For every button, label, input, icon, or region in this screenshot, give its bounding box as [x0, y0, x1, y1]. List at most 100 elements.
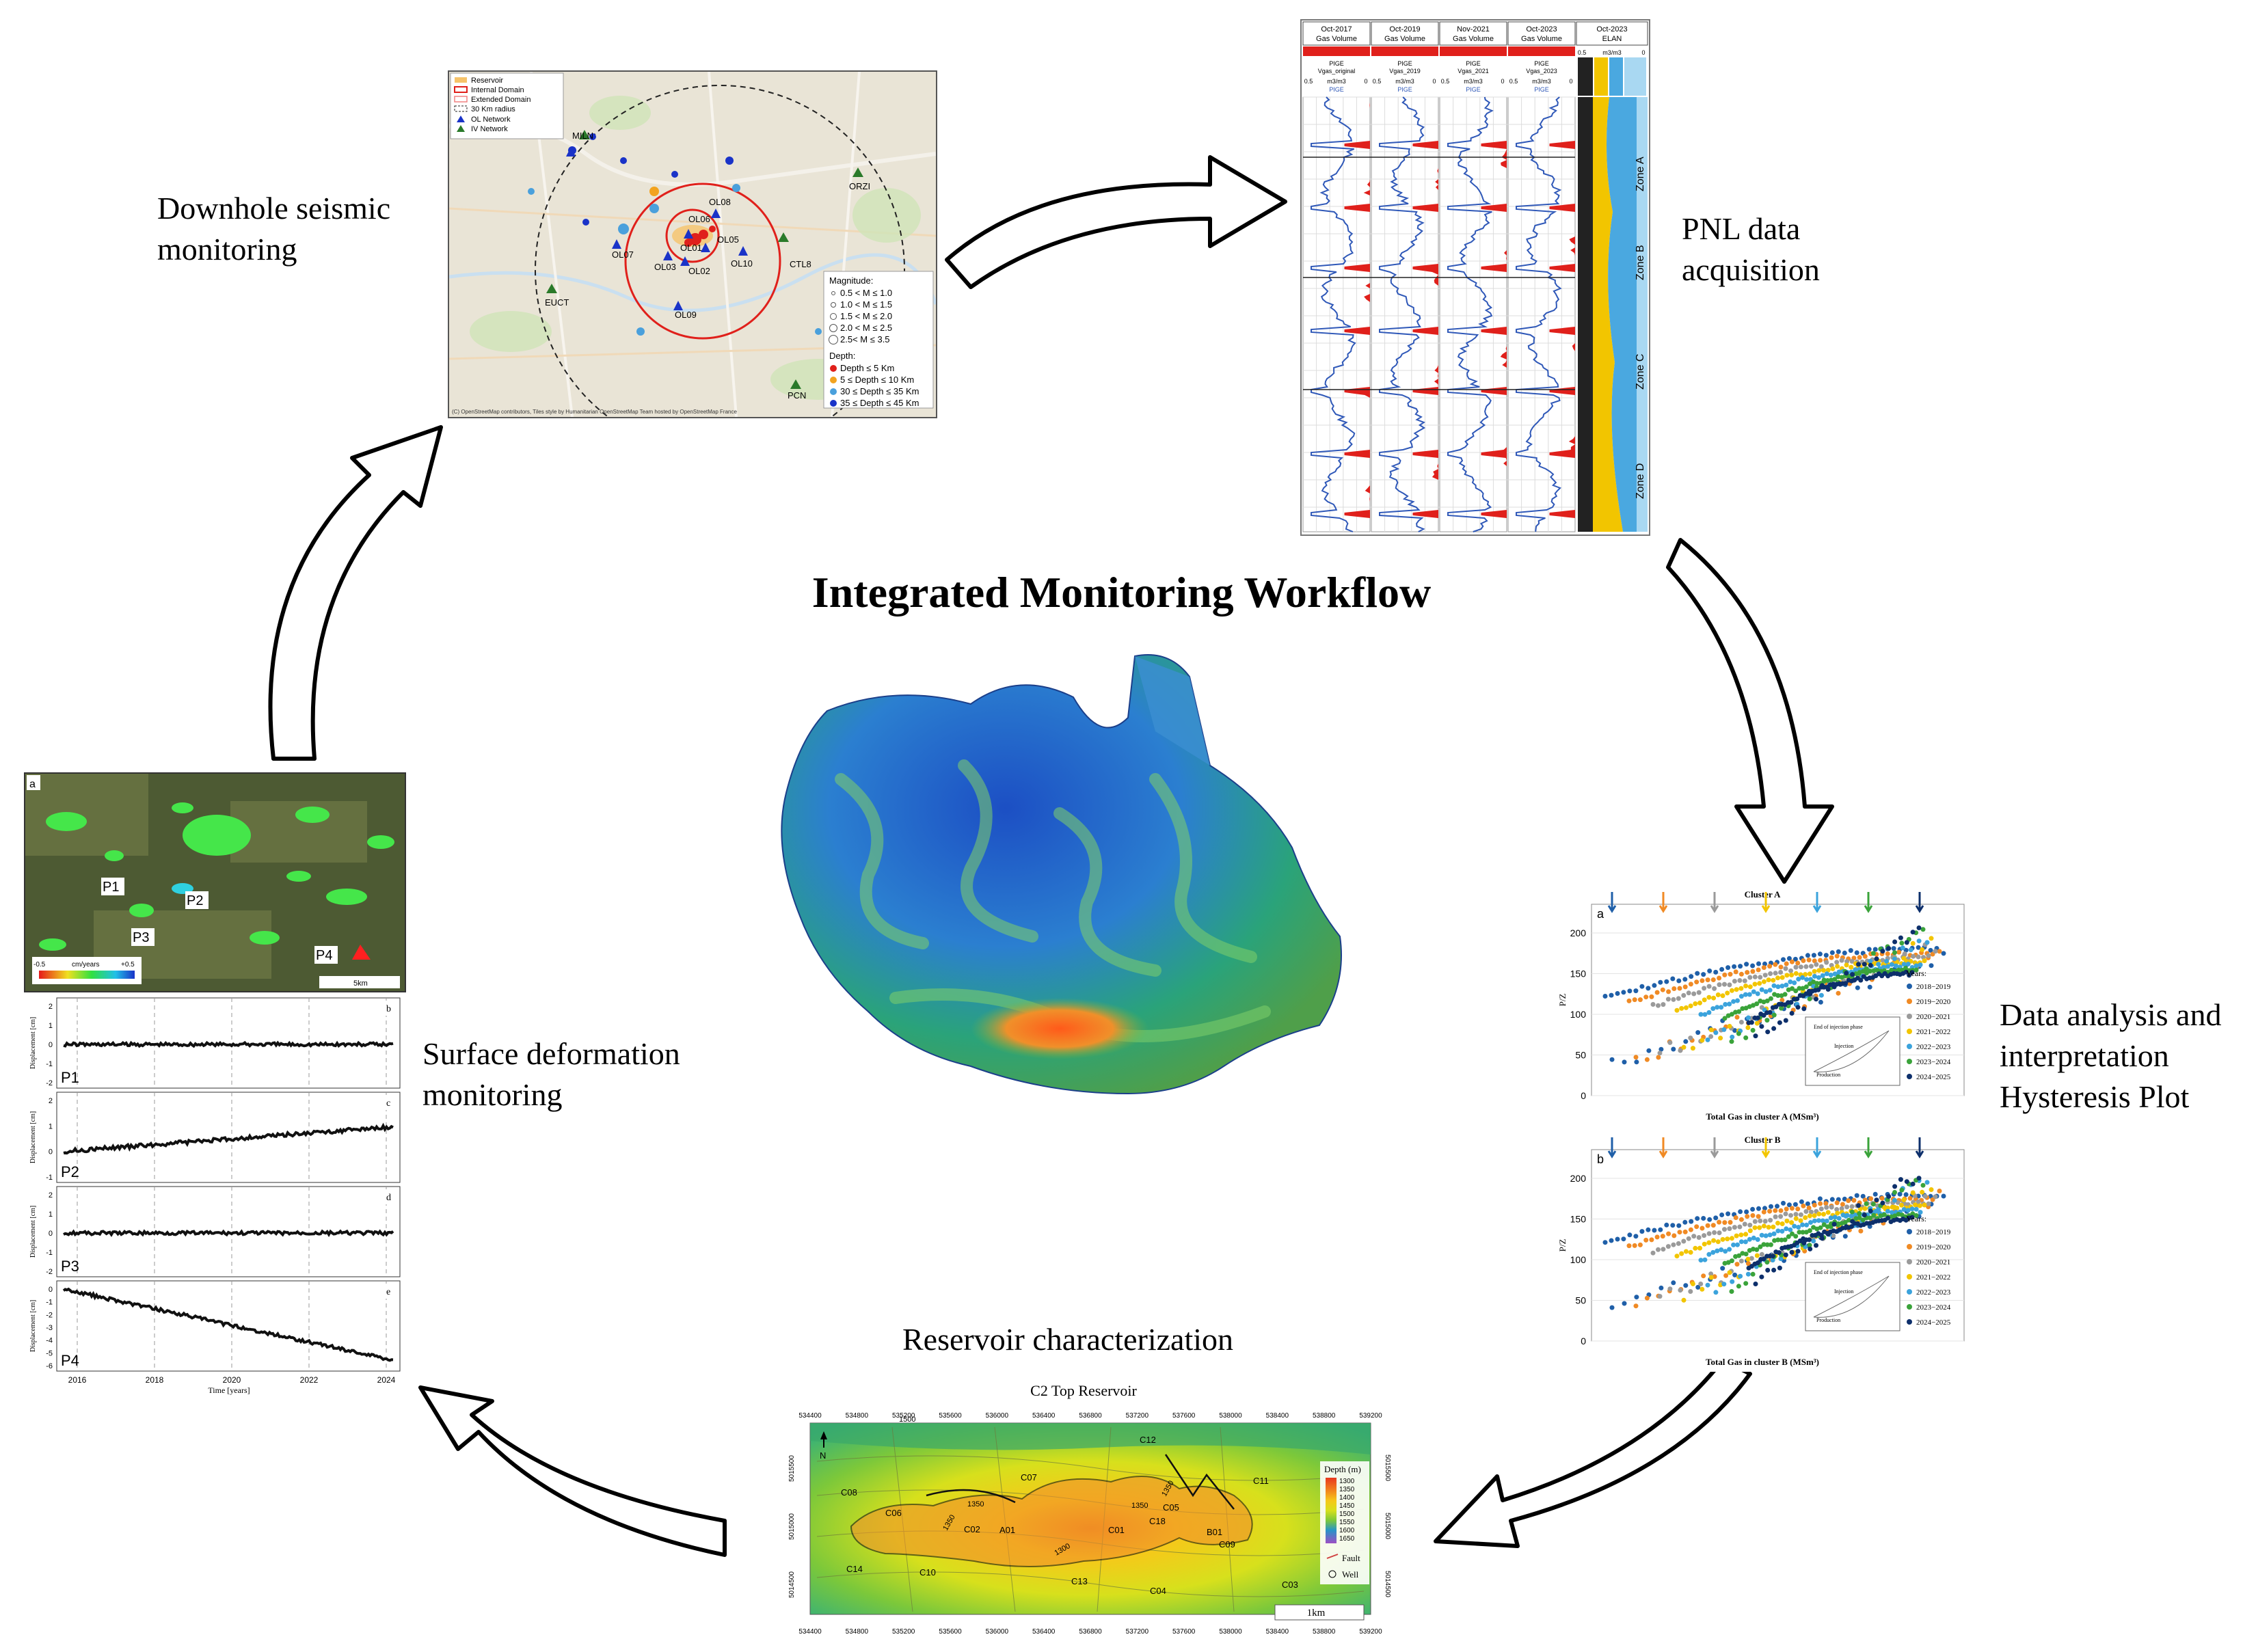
arrow-surface-to-seismic — [268, 425, 443, 761]
data-point — [1868, 1196, 1874, 1202]
data-point — [1866, 947, 1872, 952]
data-point — [1814, 997, 1818, 1002]
data-point — [1690, 1281, 1695, 1286]
data-point — [1786, 956, 1792, 961]
y-tick-label: 0 — [1581, 1090, 1586, 1101]
legend-title: Years: — [1906, 969, 1926, 978]
data-point — [1727, 1226, 1732, 1232]
data-point — [1800, 975, 1805, 980]
data-point — [1911, 953, 1916, 959]
data-point — [1750, 1271, 1756, 1277]
data-point — [1743, 1232, 1749, 1237]
data-point — [1621, 1236, 1626, 1242]
data-point — [1643, 1237, 1649, 1243]
data-point — [1764, 998, 1770, 1003]
gas-volume-fill — [1481, 97, 1507, 532]
svg-text:A01: A01 — [999, 1525, 1015, 1535]
data-point — [1743, 1251, 1749, 1257]
data-point — [1738, 1232, 1744, 1238]
data-point — [1626, 998, 1632, 1003]
data-point — [1729, 988, 1734, 993]
zone-label: Zone D — [1635, 463, 1646, 499]
svg-text:Gas Volume: Gas Volume — [1384, 35, 1425, 43]
data-point — [1727, 982, 1732, 988]
data-point — [1775, 984, 1781, 990]
data-point — [1807, 981, 1812, 986]
data-point — [1836, 1216, 1842, 1221]
data-point — [1670, 976, 1676, 981]
panel-letter: b — [1597, 1152, 1604, 1166]
data-point — [1924, 1180, 1930, 1185]
pige-curve — [1311, 96, 1356, 532]
data-point — [1816, 1211, 1822, 1217]
data-point — [1715, 1239, 1721, 1245]
data-point — [1941, 1193, 1946, 1199]
svg-text:C14: C14 — [846, 1564, 863, 1574]
data-point — [1842, 1219, 1848, 1225]
station-label: PCN — [788, 390, 806, 401]
data-point — [1800, 1230, 1805, 1235]
svg-text:1300: 1300 — [1339, 1478, 1355, 1485]
data-point — [1750, 1206, 1756, 1212]
data-point — [1818, 1206, 1824, 1212]
data-point — [1719, 1213, 1725, 1217]
data-point — [1797, 1230, 1802, 1235]
data-point — [1849, 959, 1855, 964]
data-point — [1937, 1189, 1942, 1193]
data-point — [1707, 969, 1713, 973]
data-point — [1706, 1240, 1712, 1245]
data-point — [1744, 962, 1749, 967]
data-point — [1844, 959, 1850, 964]
y-tick-label: -2 — [46, 1079, 53, 1087]
data-point — [1764, 1242, 1770, 1247]
seismic-legend: Reservoir Internal Domain Extended Domai… — [450, 72, 564, 139]
data-point — [1876, 962, 1881, 967]
svg-text:0.5: 0.5 — [1509, 78, 1518, 85]
data-point — [1792, 1202, 1798, 1207]
data-point — [1725, 990, 1730, 996]
y-tick-label: 50 — [1575, 1050, 1586, 1061]
hysteresis-title: Cluster B — [1745, 1135, 1781, 1145]
data-point — [1702, 1233, 1707, 1238]
svg-text:C02: C02 — [964, 1524, 980, 1534]
data-point — [1769, 1204, 1773, 1209]
station-label: ORZI — [849, 181, 870, 191]
svg-text:PIGE: PIGE — [1466, 86, 1481, 93]
data-point — [1771, 983, 1777, 988]
data-point — [1821, 977, 1827, 983]
data-point — [1844, 1204, 1850, 1210]
x-tick-label: 538000 — [1219, 1628, 1242, 1636]
data-point — [1762, 973, 1768, 978]
data-point — [1701, 1216, 1706, 1221]
data-point — [1701, 972, 1706, 977]
data-point — [1696, 990, 1702, 995]
data-point — [1676, 1241, 1681, 1246]
data-point — [1749, 1256, 1754, 1261]
data-point — [1812, 958, 1817, 964]
data-point — [1634, 1059, 1639, 1065]
data-point — [1929, 963, 1934, 969]
data-point — [1700, 1226, 1705, 1231]
data-point — [1657, 1294, 1663, 1299]
svg-text:1450: 1450 — [1339, 1502, 1355, 1510]
y-tick-label: 2 — [49, 1191, 53, 1200]
data-point — [1725, 1236, 1730, 1242]
data-point — [1728, 1219, 1733, 1225]
y-axis-label: P/Z — [1557, 1239, 1568, 1252]
data-point — [1793, 1216, 1799, 1221]
data-point — [1717, 975, 1722, 981]
data-point — [1805, 953, 1810, 958]
data-point — [1674, 1254, 1680, 1259]
data-point — [1818, 964, 1824, 969]
data-point — [1801, 1203, 1806, 1208]
data-point — [1609, 1238, 1614, 1243]
data-point — [1634, 1295, 1639, 1300]
arrow-pnl-to-analysis — [1666, 538, 1834, 884]
data-point — [1918, 1210, 1923, 1215]
data-point — [1905, 1208, 1911, 1213]
x-tick-label: 2018 — [146, 1375, 164, 1385]
seismic-map-panel: MILN OL06 OL08 OL05 OL07 OL03 OL01 OL02 … — [448, 70, 937, 418]
data-point — [1858, 1228, 1864, 1234]
data-point — [1871, 1213, 1877, 1218]
data-point — [1757, 1225, 1762, 1230]
